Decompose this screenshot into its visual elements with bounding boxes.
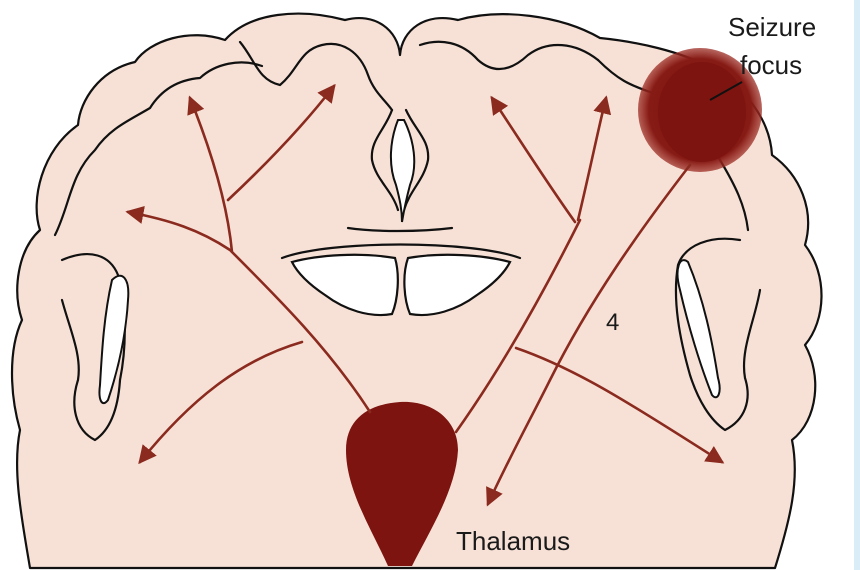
right-edge-strip <box>854 0 860 570</box>
seizure-focus-label-line2: focus <box>740 50 802 80</box>
seizure-focus-core <box>658 62 746 162</box>
pathway-number-label: 4 <box>606 309 619 336</box>
seizure-focus-label-line1: Seizure <box>728 12 816 42</box>
thalamus-label: Thalamus <box>456 526 570 556</box>
